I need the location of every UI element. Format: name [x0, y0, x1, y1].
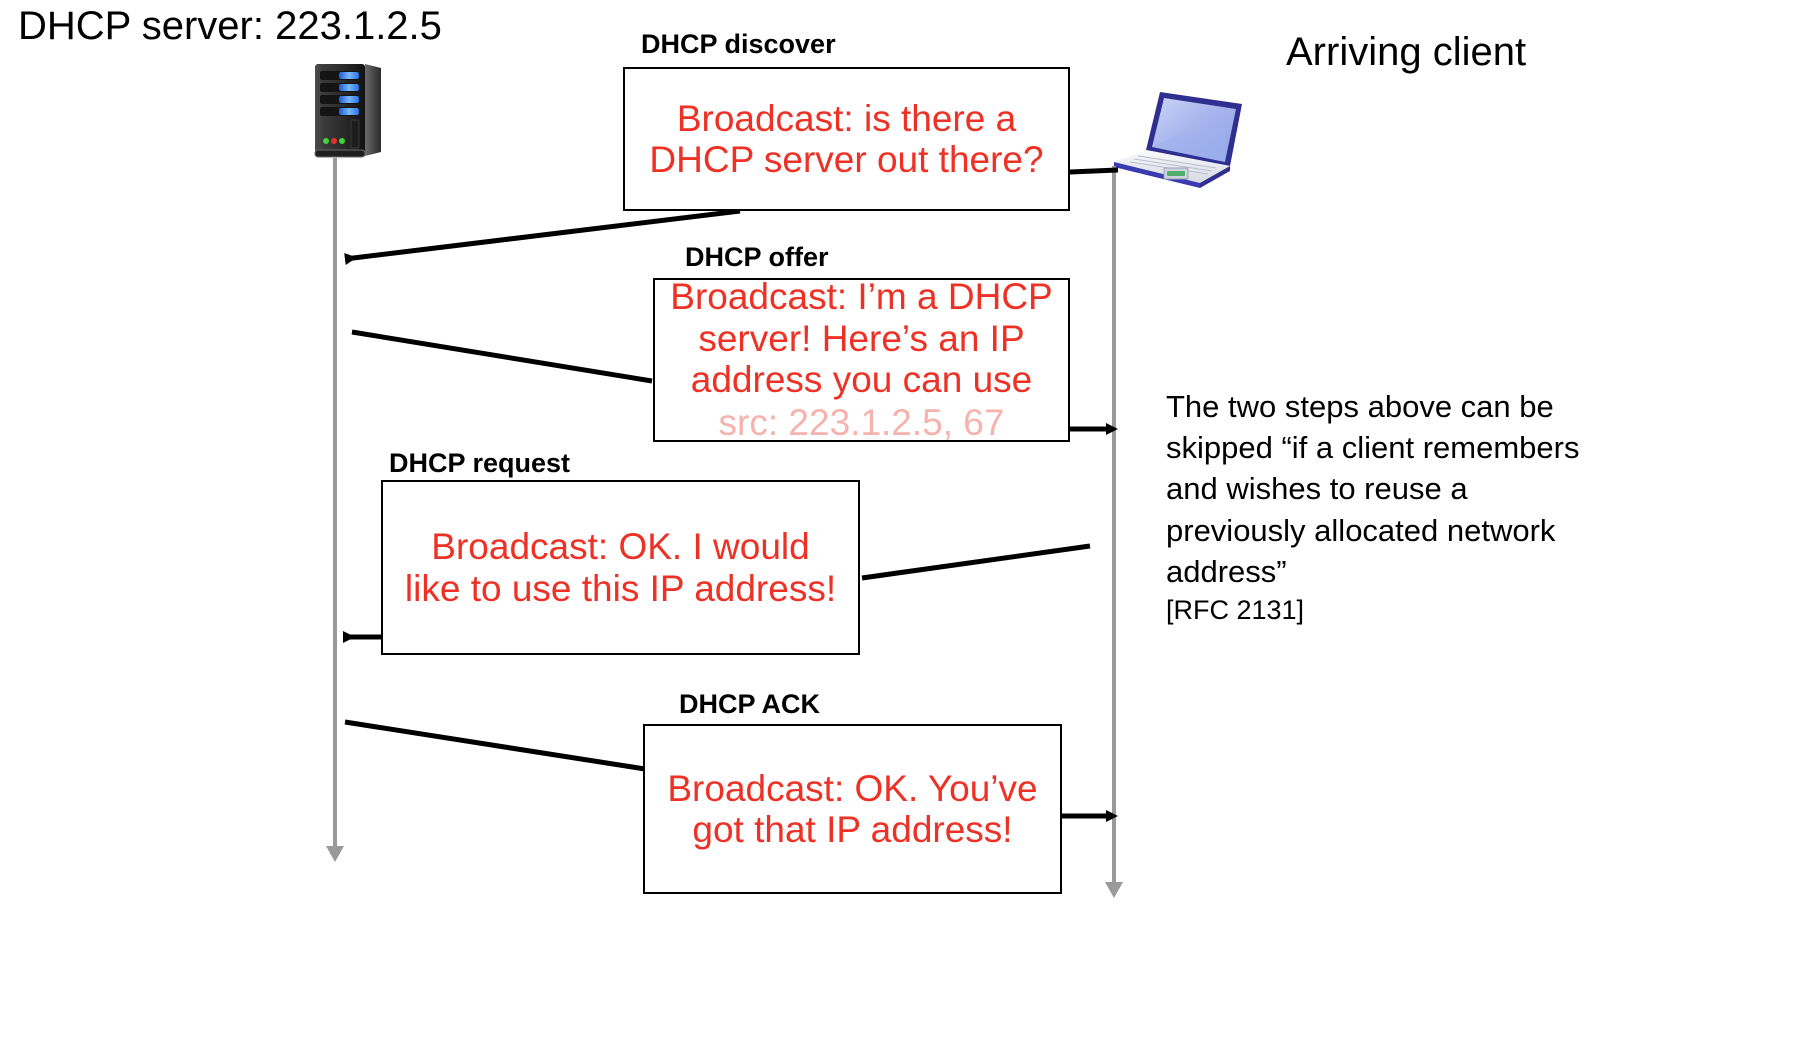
message-box-offer: Broadcast: I’m a DHCP server! Here’s an …	[653, 278, 1070, 442]
message-box-ack: Broadcast: OK. You’ve got that IP addres…	[643, 724, 1062, 894]
rfc-reference: [RFC 2131]	[1166, 595, 1305, 626]
discover-line-2: DHCP server out there?	[649, 139, 1044, 180]
request-line-1: Broadcast: OK. I would	[431, 526, 810, 568]
step-label-request: DHCP request	[389, 448, 571, 478]
offer-line-clipped: src: 223.1.2.5, 67	[718, 402, 1005, 442]
laptop-icon	[1104, 84, 1246, 195]
server-tower-icon	[311, 62, 389, 165]
message-box-request: Broadcast: OK. I would like to use this …	[381, 480, 860, 655]
ack-line-1: Broadcast: OK. You’ve	[667, 767, 1038, 809]
step-label-ack: DHCP ACK	[679, 689, 821, 719]
discover-line-1: Broadcast: is there a	[676, 97, 1017, 139]
offer-line-3: address you can use	[690, 359, 1033, 400]
client-title: Arriving client	[1286, 30, 1527, 74]
message-box-discover: Broadcast: is there a DHCP server out th…	[623, 67, 1070, 211]
server-lifeline-arrowhead	[326, 846, 344, 862]
server-lifeline	[333, 158, 337, 852]
offer-line-1: Broadcast: I’m a DHCP	[670, 278, 1053, 318]
offer-line-2: server! Here’s an IP	[698, 317, 1025, 359]
step-label-discover: DHCP discover	[641, 29, 836, 59]
side-note: The two steps above can be skipped “if a…	[1166, 386, 1596, 626]
server-title: DHCP server: 223.1.2.5	[18, 4, 442, 48]
side-note-body: The two steps above can be skipped “if a…	[1166, 389, 1580, 589]
client-lifeline	[1112, 166, 1116, 888]
request-line-2: like to use this IP address!	[404, 567, 837, 609]
client-lifeline-arrowhead	[1105, 882, 1123, 898]
ack-line-2: got that IP address!	[692, 809, 1013, 850]
step-label-offer: DHCP offer	[685, 242, 829, 272]
